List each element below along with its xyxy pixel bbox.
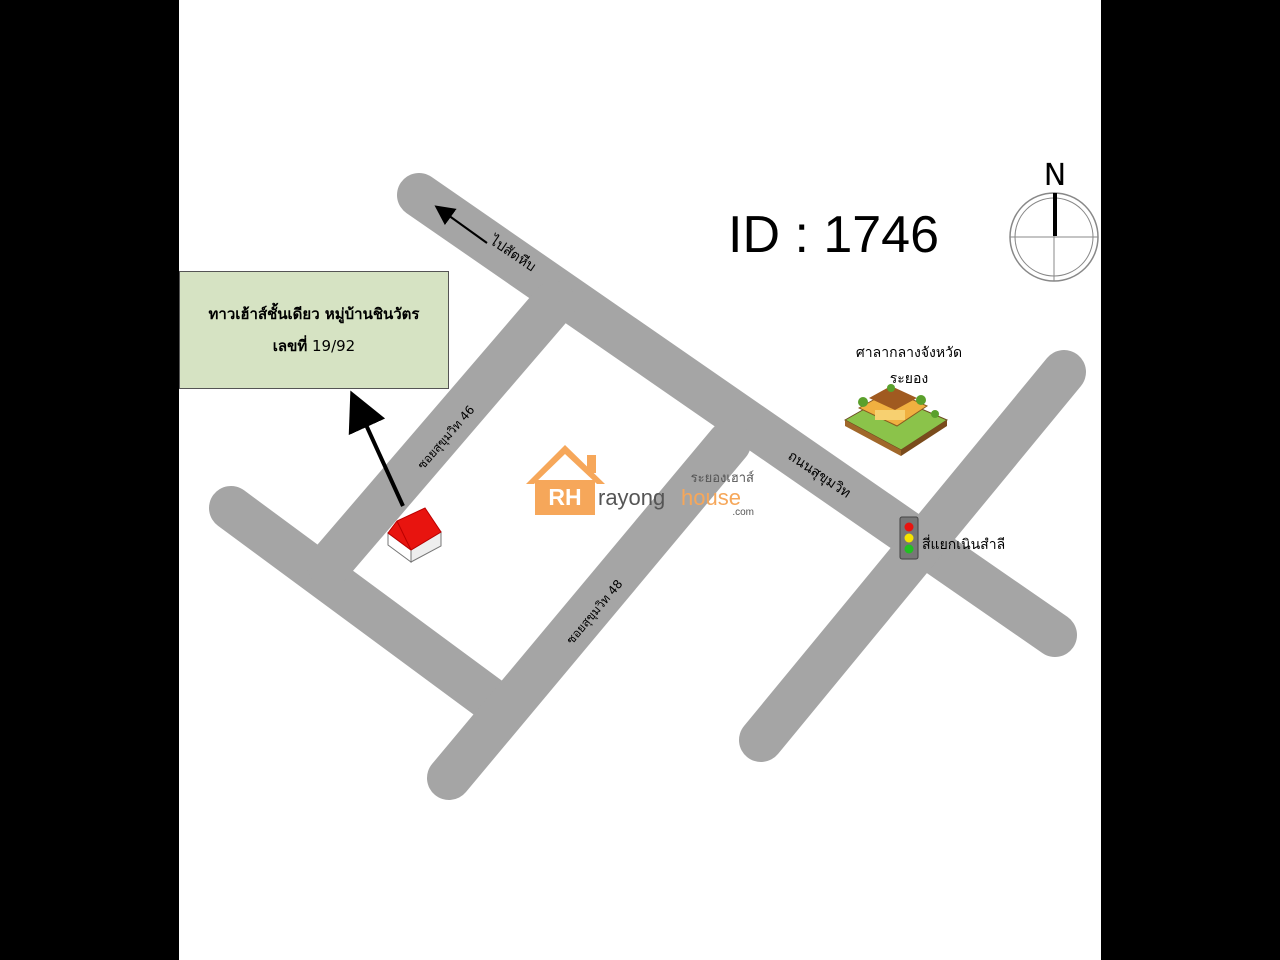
soi-46-road: [307, 281, 576, 587]
rayonghouse-logo: RH rayong house .com ระยองเฮาส์: [526, 445, 754, 518]
property-title: ทาวเฮ้าส์ชั้นเดียว หมู่บ้านชินวัตร: [208, 305, 420, 323]
pointer-arrow-icon: [348, 390, 405, 507]
map-canvas: ไปสัตหีบ ถนนสุขุมวิท ซอยสุขุมวิท 46 ซอยส…: [179, 0, 1101, 960]
logo-domain: .com: [732, 507, 754, 518]
traffic-light-icon: [899, 516, 919, 560]
compass-icon: [1009, 192, 1099, 282]
property-number-value: 19/92: [312, 337, 356, 355]
property-number: เลขที่ 19/92: [273, 334, 355, 358]
lower-road: [209, 486, 513, 722]
main-road: [397, 173, 1077, 657]
landmark-label-line1: ศาลากลางจังหวัด: [855, 345, 963, 361]
house-icon: [387, 507, 442, 563]
map-drawing: ไปสัตหีบ ถนนสุขุมวิท ซอยสุขุมวิท 46 ซอยส…: [209, 158, 1099, 800]
city-hall-icon: [843, 384, 949, 456]
logo-word-rayong: rayong: [598, 485, 665, 510]
landmark-label: ศาลากลางจังหวัด ระยอง: [834, 340, 984, 392]
logo-initials: RH: [548, 484, 581, 510]
property-number-label: เลขที่: [272, 337, 308, 355]
intersection-label: สี่แยกเนินสำลี: [922, 537, 1006, 553]
logo-thai: ระยองเฮาส์: [691, 470, 754, 486]
compass-north-label: N: [1044, 158, 1066, 193]
logo-word-house: house: [681, 485, 741, 510]
property-callout: ทาวเฮ้าส์ชั้นเดียว หมู่บ้านชินวัตร เลขที…: [179, 271, 449, 389]
direction-arrow-icon: [434, 205, 488, 244]
listing-id: ID : 1746: [728, 206, 940, 264]
landmark-label-line2: ระยอง: [889, 371, 929, 387]
soi-48-road: [427, 421, 751, 800]
